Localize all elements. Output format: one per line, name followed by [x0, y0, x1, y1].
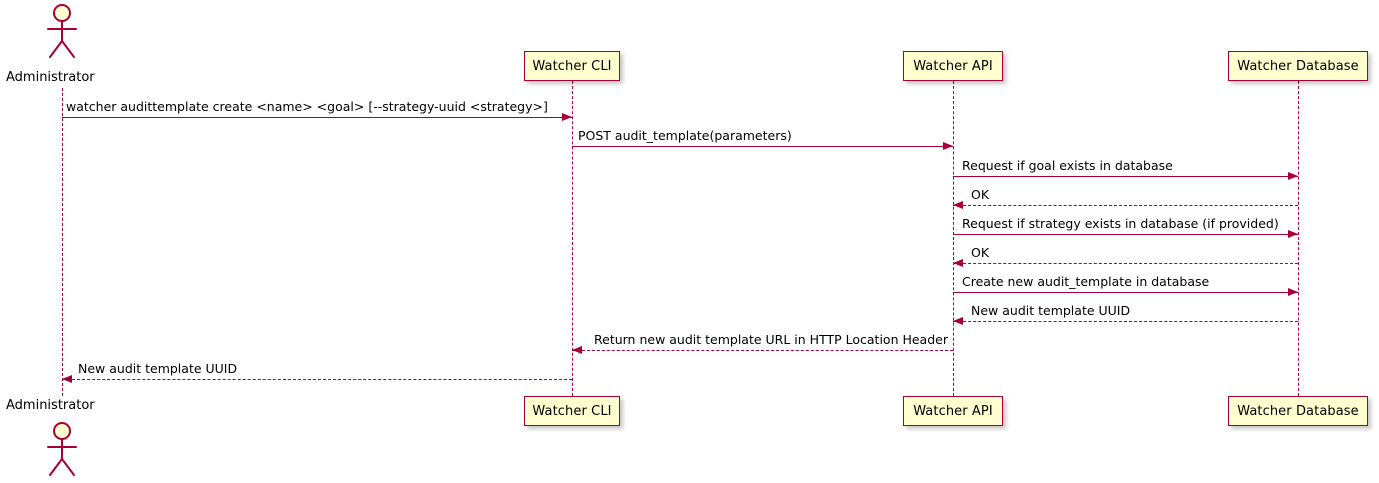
- lifeline-watcher-cli: [572, 81, 573, 396]
- message-label-7: Create new audit_template in database: [962, 274, 1210, 289]
- message-arrow-6: [953, 263, 1298, 264]
- message-arrow-5: [953, 234, 1298, 235]
- participant-watcher-cli-top[interactable]: Watcher CLI: [524, 51, 620, 81]
- message-arrow-4: [953, 205, 1298, 206]
- message-arrowhead-3: [1288, 171, 1298, 180]
- message-arrowhead-2: [943, 141, 953, 150]
- message-arrowhead-9: [572, 345, 582, 354]
- actor-administrator-bottom: [39, 421, 85, 477]
- message-arrow-10: [62, 379, 572, 380]
- message-arrowhead-5: [1288, 229, 1298, 238]
- message-arrow-7: [953, 292, 1298, 293]
- participant-label-watcher-api-top: Watcher API: [913, 58, 993, 74]
- message-arrow-2: [572, 146, 953, 147]
- message-arrow-9: [572, 350, 953, 351]
- participant-watcher-api-bottom[interactable]: Watcher API: [903, 396, 1003, 426]
- participant-watcher-database-top[interactable]: Watcher Database: [1228, 51, 1368, 81]
- participant-watcher-api-top[interactable]: Watcher API: [903, 51, 1003, 81]
- message-arrow-3: [953, 176, 1298, 177]
- participant-label-watcher-database-bottom: Watcher Database: [1237, 403, 1359, 419]
- message-label-8: New audit template UUID: [971, 303, 1131, 318]
- message-arrowhead-6: [953, 258, 963, 267]
- message-arrow-1: [62, 117, 572, 118]
- actor-label-administrator-bottom: Administrator: [6, 398, 95, 413]
- participant-watcher-cli-bottom[interactable]: Watcher CLI: [524, 396, 620, 426]
- message-arrowhead-4: [953, 200, 963, 209]
- message-label-6: OK: [971, 245, 990, 260]
- message-label-10: New audit template UUID: [78, 361, 238, 376]
- message-arrowhead-1: [562, 112, 572, 121]
- lifeline-watcher-api: [953, 81, 954, 396]
- message-arrow-8: [953, 321, 1298, 322]
- message-label-5: Request if strategy exists in database (…: [962, 216, 1279, 231]
- actor-administrator-top: [39, 3, 85, 59]
- message-label-1: watcher audittemplate create <name> <goa…: [66, 99, 548, 114]
- message-label-2: POST audit_template(parameters): [578, 128, 792, 143]
- lifeline-administrator: [62, 88, 63, 396]
- lifeline-watcher-database: [1298, 81, 1299, 396]
- message-arrowhead-10: [62, 374, 72, 383]
- actor-label-administrator-top: Administrator: [6, 70, 95, 85]
- participant-label-watcher-cli-top: Watcher CLI: [532, 58, 612, 74]
- participant-label-watcher-api-bottom: Watcher API: [913, 403, 993, 419]
- message-label-3: Request if goal exists in database: [962, 158, 1173, 173]
- message-label-9: Return new audit template URL in HTTP Lo…: [594, 332, 948, 347]
- participant-label-watcher-cli-bottom: Watcher CLI: [532, 403, 612, 419]
- message-arrowhead-8: [953, 316, 963, 325]
- message-arrowhead-7: [1288, 287, 1298, 296]
- participant-label-watcher-database-top: Watcher Database: [1237, 58, 1359, 74]
- message-label-4: OK: [971, 187, 990, 202]
- participant-watcher-database-bottom[interactable]: Watcher Database: [1228, 396, 1368, 426]
